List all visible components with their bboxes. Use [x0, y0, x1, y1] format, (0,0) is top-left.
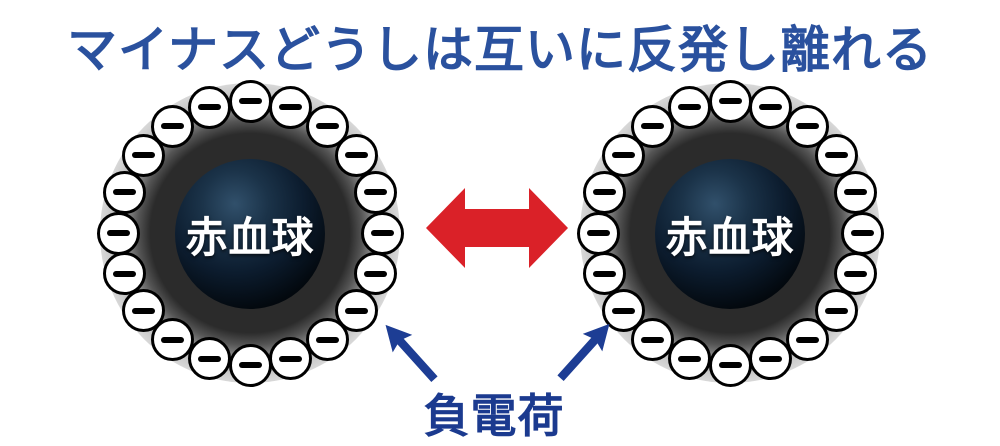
minus-bar: [345, 152, 369, 159]
minus-bar: [160, 123, 184, 130]
minus-bar: [131, 307, 155, 314]
minus-bar: [796, 336, 820, 343]
minus-charge-icon: [102, 252, 146, 296]
minus-bar: [640, 123, 664, 130]
minus-charge-icon: [187, 337, 231, 381]
minus-bar: [131, 152, 155, 159]
minus-bar: [796, 123, 820, 130]
minus-bar: [106, 230, 130, 236]
minus-bar: [370, 230, 394, 236]
minus-bar: [112, 270, 136, 277]
minus-charge-icon: [815, 133, 859, 177]
minus-bar: [850, 230, 874, 236]
minus-charge-icon: [150, 104, 194, 148]
minus-charge-icon: [121, 289, 165, 333]
minus-charge-icon: [306, 104, 350, 148]
pointer-arrow-left-icon: [385, 324, 438, 382]
minus-bar: [759, 355, 783, 362]
minus-charge-icon: [667, 85, 711, 129]
minus-bar: [844, 270, 868, 277]
minus-charge-icon: [582, 170, 626, 214]
minus-charge-icon: [834, 252, 878, 296]
minus-bar: [364, 189, 388, 196]
minus-bar: [279, 104, 303, 111]
minus-charge-icon: [228, 79, 272, 123]
minus-charge-icon: [582, 252, 626, 296]
pointer-arrow-right-shape: [557, 323, 610, 381]
minus-charge-icon: [840, 211, 884, 255]
minus-bar: [112, 189, 136, 196]
pointer-arrow-right-icon: [557, 323, 610, 381]
minus-bar: [759, 104, 783, 111]
minus-bar: [825, 152, 849, 159]
red-blood-cell-left: 赤血球: [95, 78, 405, 388]
minus-bar: [345, 307, 369, 314]
minus-bar: [197, 355, 221, 362]
minus-charge-icon: [335, 289, 379, 333]
minus-bar: [677, 355, 701, 362]
pointer-arrow-left-shape: [385, 324, 438, 382]
minus-bar: [238, 362, 262, 368]
minus-charge-icon: [354, 252, 398, 296]
minus-charge-icon: [786, 318, 830, 362]
minus-bar: [611, 307, 635, 314]
minus-charge-icon: [269, 337, 313, 381]
minus-charge-icon: [228, 343, 272, 387]
minus-bar: [238, 98, 262, 104]
page-title: マイナスどうしは互いに反発し離れる: [67, 22, 933, 78]
minus-bar: [592, 189, 616, 196]
minus-bar: [197, 104, 221, 111]
minus-bar: [586, 230, 610, 236]
minus-bar: [718, 98, 742, 104]
minus-charge-icon: [269, 85, 313, 129]
minus-bar: [640, 336, 664, 343]
minus-charge-icon: [749, 337, 793, 381]
minus-bar: [825, 307, 849, 314]
minus-bar: [677, 104, 701, 111]
minus-charge-icon: [354, 170, 398, 214]
minus-charge-icon: [306, 318, 350, 362]
minus-charge-icon: [708, 343, 752, 387]
charge-label: 負電荷: [423, 390, 565, 442]
minus-charge-icon: [630, 104, 674, 148]
minus-bar: [718, 362, 742, 368]
minus-charge-icon: [708, 79, 752, 123]
minus-charge-icon: [815, 289, 859, 333]
minus-charge-icon: [96, 211, 140, 255]
minus-bar: [611, 152, 635, 159]
minus-charge-icon: [576, 211, 620, 255]
minus-charge-icon: [187, 85, 231, 129]
minus-bar: [364, 270, 388, 277]
minus-bar: [844, 189, 868, 196]
minus-bar: [316, 336, 340, 343]
red-blood-cell-right: 赤血球: [575, 78, 885, 388]
minus-charge-icon: [667, 337, 711, 381]
minus-charge-icon: [749, 85, 793, 129]
cell-body: 赤血球: [175, 159, 325, 309]
minus-charge-icon: [360, 211, 404, 255]
minus-bar: [279, 355, 303, 362]
minus-charge-icon: [335, 133, 379, 177]
cell-label: 赤血球: [185, 213, 315, 261]
cell-body: 赤血球: [655, 159, 805, 309]
minus-bar: [592, 270, 616, 277]
minus-bar: [316, 123, 340, 130]
repulsion-arrow-icon: [426, 188, 568, 268]
repulsion-arrow-shape: [426, 188, 568, 268]
minus-charge-icon: [102, 170, 146, 214]
cell-label: 赤血球: [665, 213, 795, 261]
minus-bar: [160, 336, 184, 343]
minus-charge-icon: [834, 170, 878, 214]
